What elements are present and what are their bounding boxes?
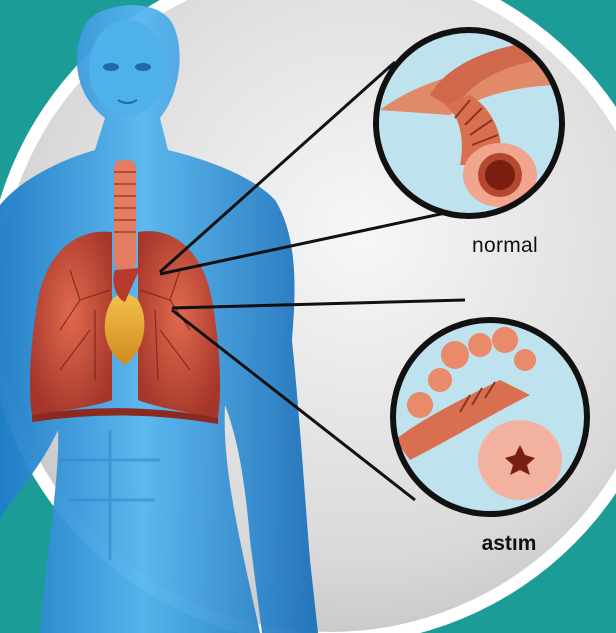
asthma-label: astım: [448, 532, 570, 556]
head: [89, 20, 165, 116]
normal-label: normal: [446, 234, 564, 258]
asthma-airway-inset: [393, 320, 587, 514]
trachea: [114, 160, 136, 270]
